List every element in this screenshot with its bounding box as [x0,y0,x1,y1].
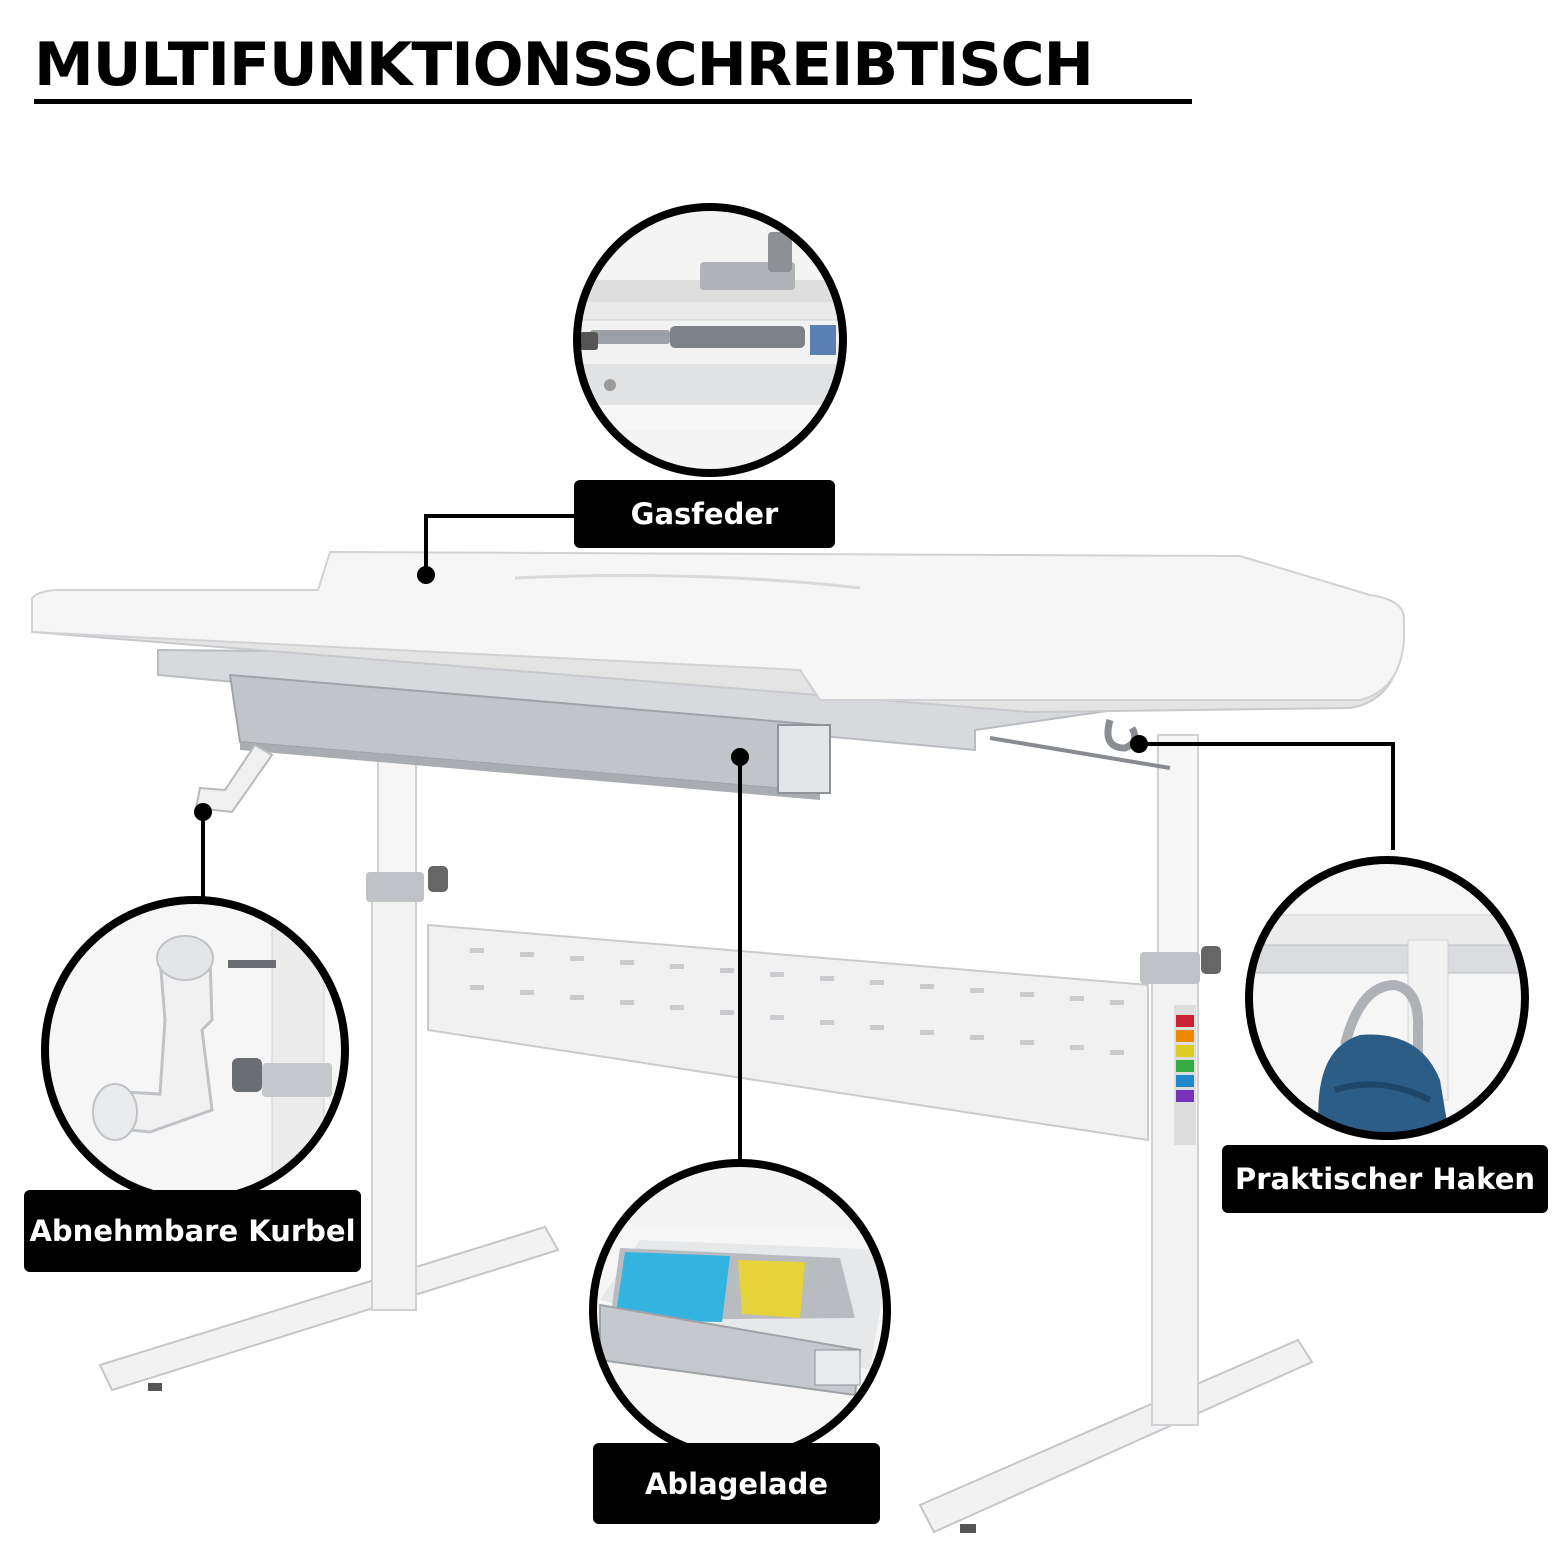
desktop-top [31,550,1406,701]
crank-handle [194,743,274,814]
connectors [201,514,1395,1163]
right-foot [918,1338,1314,1534]
hook [1104,719,1139,752]
title-underline [34,99,1192,104]
gas-spring-label: Gasfeder [574,480,835,548]
gas-spring-closeup [573,203,847,477]
drawer-label: Ablagelade [593,1443,880,1524]
left-leg-lower [371,894,417,1311]
desk [31,550,1406,1534]
right-leg-upper [1157,734,1199,976]
drawer-closeup [589,1159,891,1461]
hook-label: Praktischer Haken [1222,1145,1548,1213]
hook-closeup [1245,856,1529,1140]
connector-dots [194,566,1148,821]
crank-label: Abnehmbare Kurbel [24,1190,361,1272]
crossbar [427,923,1149,1142]
page-title: MULTIFUNKTIONSSCHREIBTISCH [34,30,1094,100]
crank-closeup [41,896,349,1204]
